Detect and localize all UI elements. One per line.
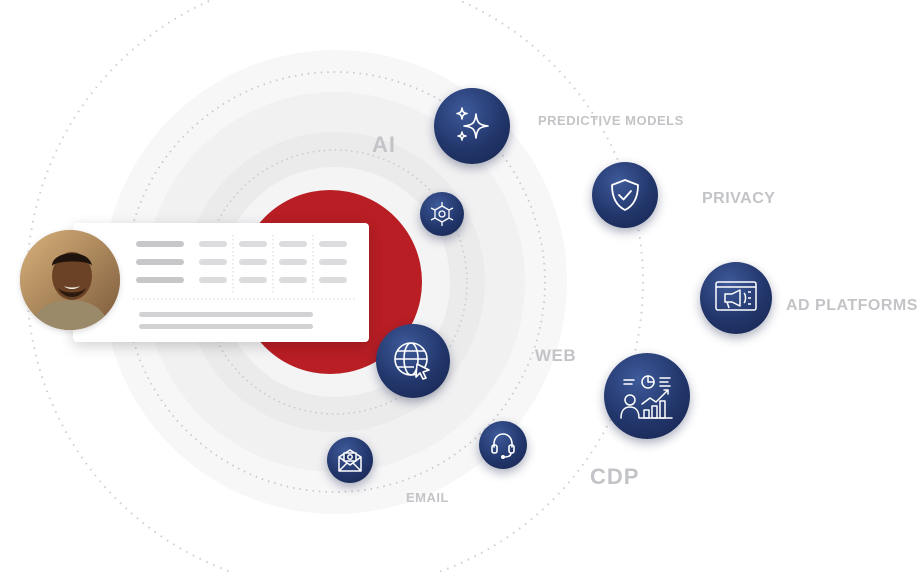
- node-web: [376, 324, 450, 398]
- node-privacy: [592, 162, 658, 228]
- globe-cursor-icon: [394, 342, 430, 380]
- label-privacy: PRIVACY: [702, 190, 776, 207]
- envelope-icon: [338, 449, 362, 472]
- dotted-orbit-outer: [26, 0, 644, 572]
- label-predictive-models: PREDICTIVE MODELS: [538, 113, 684, 128]
- analytics-person-icon: [620, 375, 673, 419]
- label-ai: AI: [372, 132, 396, 157]
- sparkle-icon: [456, 107, 489, 141]
- node-ai-chip: [420, 192, 464, 236]
- node-support: [479, 421, 527, 469]
- node-ad-platforms: [700, 262, 772, 334]
- node-predictive-models: [434, 88, 510, 164]
- dotted-orbit-inner: [202, 149, 468, 415]
- node-email: [327, 437, 373, 483]
- person-photo: [20, 230, 120, 330]
- label-web: WEB: [535, 346, 577, 365]
- profile-card-table: [133, 235, 355, 329]
- megaphone-screen-icon: [715, 281, 757, 311]
- avatar: [20, 230, 120, 330]
- profile-card: [73, 223, 369, 342]
- label-ad-platforms: AD PLATFORMS: [786, 297, 918, 314]
- chip-icon: [430, 202, 454, 226]
- dotted-orbit-middle: [124, 71, 546, 493]
- label-email: EMAIL: [406, 490, 449, 505]
- headset-icon: [491, 433, 515, 459]
- label-cdp: CDP: [590, 464, 640, 489]
- shield-check-icon: [611, 179, 639, 211]
- node-cdp: [604, 353, 690, 439]
